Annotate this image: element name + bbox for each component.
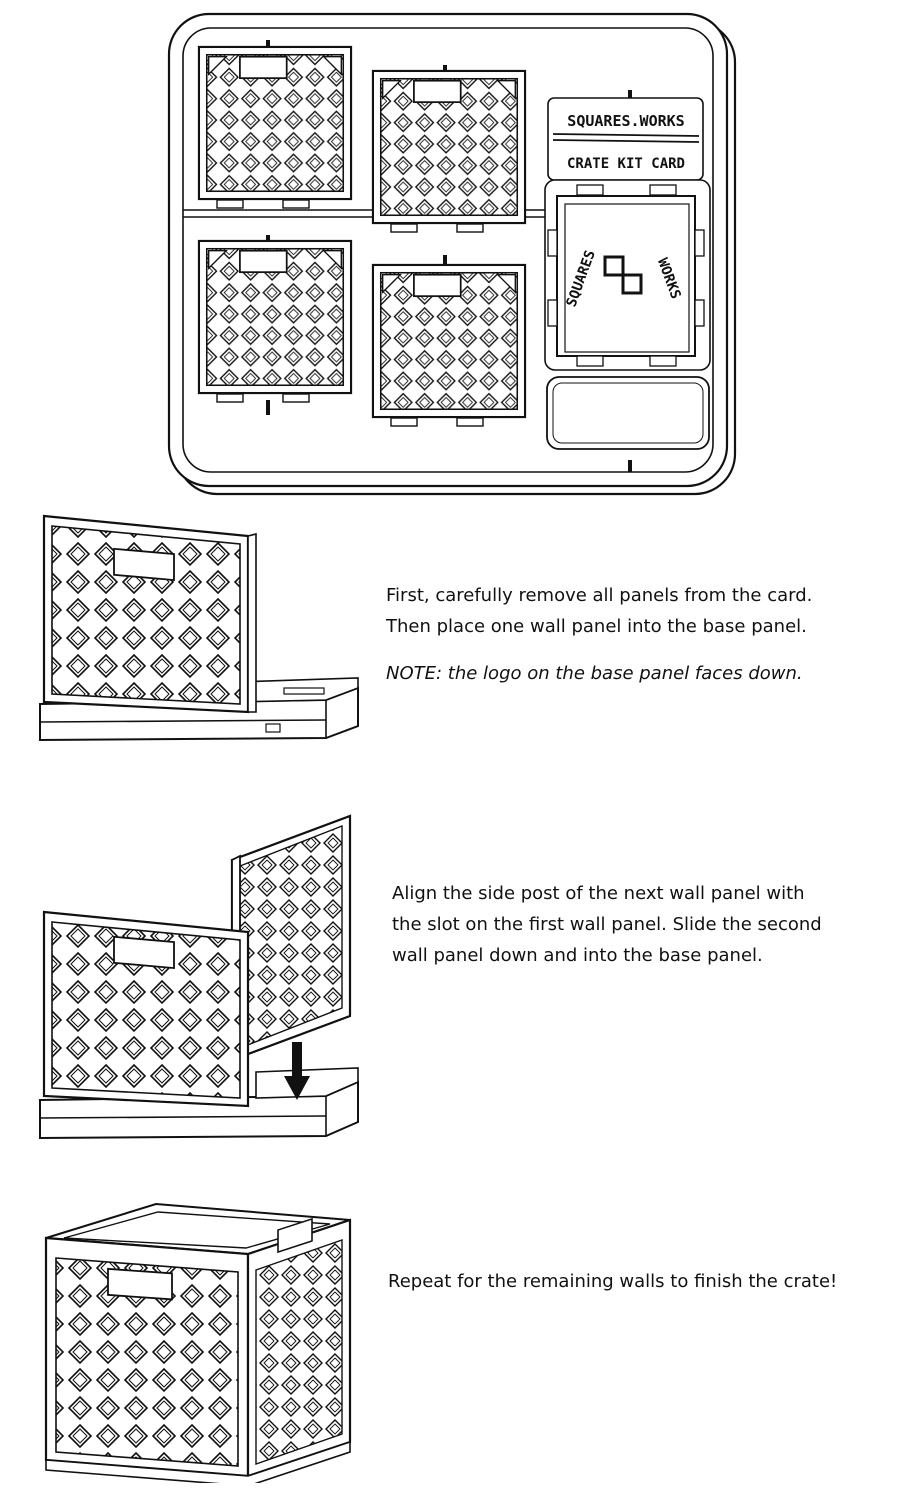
- brand-label: SQUARES.WORKS CRATE KIT CARD: [547, 97, 704, 181]
- kit-card-illustration: SQUARES.WORKS CRATE KIT CARD SQUARES WOR…: [167, 12, 737, 496]
- brand-text: SQUARES.WORKS: [567, 112, 684, 130]
- step-1-instructions: First, carefully remove all panels from …: [386, 580, 812, 689]
- card-title-text: CRATE KIT CARD: [567, 156, 685, 172]
- step-1-illustration: [39, 514, 359, 742]
- wall-panel-3: [197, 239, 353, 395]
- finished-crate-illustration: [44, 1202, 352, 1483]
- wall-panel-2: [371, 69, 527, 225]
- step-1-line-2: Then place one wall panel into the base …: [386, 616, 807, 637]
- step-2-line-2: the slot on the first wall panel. Slide …: [392, 914, 822, 935]
- slide-down-arrow: [284, 1042, 310, 1100]
- step-3-line-1: Repeat for the remaining walls to finish…: [388, 1271, 838, 1292]
- step-2-line-3: wall panel down and into the base panel.: [392, 945, 763, 966]
- step-1-line-1: First, carefully remove all panels from …: [386, 585, 813, 606]
- step-2-line-1: Align the side post of the next wall pan…: [392, 883, 805, 904]
- step-2-instructions: Align the side post of the next wall pan…: [392, 878, 822, 971]
- base-panel: SQUARES WORKS: [544, 179, 711, 371]
- step-1-note: NOTE: the logo on the base panel faces d…: [386, 663, 803, 684]
- wall-panel-4: [371, 263, 527, 419]
- empty-slot: [546, 376, 710, 450]
- step-2-illustration: [39, 814, 359, 1140]
- wall-panel-1: [197, 45, 353, 201]
- step-3-instructions: Repeat for the remaining walls to finish…: [388, 1266, 837, 1297]
